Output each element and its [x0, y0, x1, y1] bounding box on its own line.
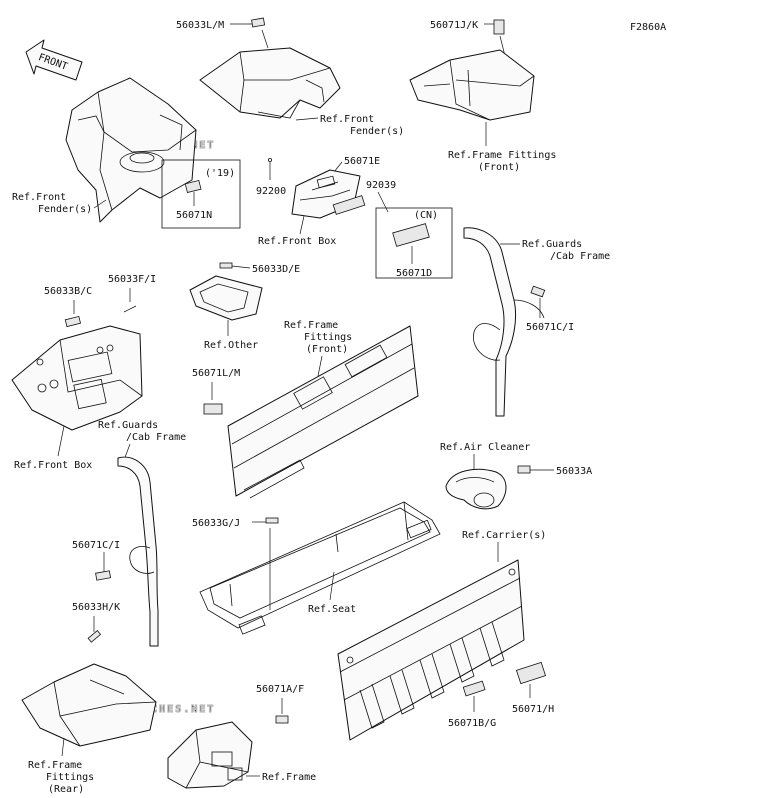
front-fender-upper-panel	[199, 47, 341, 119]
ref-frame-fittings-center-line3: (Front)	[306, 344, 348, 355]
label-56071CI-upper-part	[530, 285, 546, 298]
label-56071JK-part	[493, 19, 505, 35]
ref-frame-fittings-center-line1: Ref.Frame	[284, 320, 338, 331]
callout-56071D-region: (CN)	[414, 210, 438, 221]
ref-front-fender-left-line2: Fender(s)	[38, 204, 92, 215]
callout-56033HK: 56033H/K	[72, 602, 120, 613]
front-box-lid	[291, 169, 361, 219]
callout-56071D: 56071D	[396, 268, 432, 279]
ref-guards-lower-line2: /Cab Frame	[126, 432, 186, 443]
front-box-dashboard	[11, 325, 143, 431]
label-56071E-part	[332, 195, 366, 215]
ref-frame-fittings-rear-line1: Ref.Frame	[28, 760, 82, 771]
frame-fittings-front-panel	[227, 325, 419, 499]
label-56033HK-part	[87, 630, 102, 643]
callout-56071N: 56071N	[176, 210, 212, 221]
label-56071CI-lower-part	[95, 570, 112, 581]
ref-other-tray	[189, 275, 263, 321]
label-56033DE-part	[219, 262, 233, 269]
callout-56071CI-lower: 56071C/I	[72, 540, 120, 551]
ref-frame-fittings-front-top-line1: Ref.Frame Fittings	[448, 150, 556, 161]
ref-air-cleaner: Ref.Air Cleaner	[440, 442, 530, 453]
ref-frame: Ref.Frame	[262, 772, 316, 783]
label-56033GJ-part	[265, 517, 279, 524]
ref-front-fender-top-line2: Fender(s)	[350, 126, 404, 137]
ref-other: Ref.Other	[204, 340, 258, 351]
ref-frame-fittings-front-top-line2: (Front)	[478, 162, 520, 173]
ref-guards-lower-line1: Ref.Guards	[98, 420, 158, 431]
callout-56033LM: 56033L/M	[176, 20, 224, 31]
frame-fittings-rear	[21, 663, 157, 747]
front-fender-assembly	[65, 77, 197, 223]
ref-front-box-mid: Ref.Front Box	[258, 236, 336, 247]
callout-56071BG: 56071B/G	[448, 718, 496, 729]
air-cleaner	[445, 468, 507, 510]
ref-guards-upper-line2: /Cab Frame	[550, 251, 610, 262]
label-56071BG-part	[462, 680, 486, 697]
ref-seat: Ref.Seat	[308, 604, 356, 615]
label-56071LM-part	[203, 403, 223, 415]
label-56033A-part	[517, 465, 531, 474]
ref-carriers: Ref.Carrier(s)	[462, 530, 546, 541]
label-56071N-part	[184, 179, 202, 194]
label-56071N-box	[161, 159, 241, 229]
callout-92039: 92039	[366, 180, 396, 191]
seat-frame	[199, 501, 441, 635]
guard-cab-frame-upper	[463, 227, 545, 417]
label-56033BC-part	[64, 315, 82, 328]
front-arrow: FRONT	[25, 39, 83, 81]
ref-frame-fittings-rear-line2: Fittings	[46, 772, 94, 783]
label-56071D-part	[392, 223, 430, 247]
frame-bracket	[167, 721, 253, 789]
callout-56033GJ: 56033G/J	[192, 518, 240, 529]
ref-front-fender-left-line1: Ref.Front	[12, 192, 66, 203]
callout-56071N-year: ('19)	[205, 168, 235, 179]
callout-56033BC: 56033B/C	[44, 286, 92, 297]
label-56033LM-part	[251, 17, 266, 28]
ref-frame-fittings-rear-line3: (Rear)	[48, 784, 84, 795]
guard-cab-frame-lower	[117, 456, 159, 647]
callout-56033A: 56033A	[556, 466, 592, 477]
callout-56071JK: 56071J/K	[430, 20, 478, 31]
ref-front-fender-top-line1: Ref.Front	[320, 114, 374, 125]
frame-fittings-front-upper	[409, 49, 535, 121]
ref-frame-fittings-center-line2: Fittings	[304, 332, 352, 343]
ref-front-box-left: Ref.Front Box	[14, 460, 92, 471]
label-56071AF-part	[275, 715, 289, 724]
label-56071D-box	[375, 207, 453, 279]
callout-56033FI: 56033F/I	[108, 274, 156, 285]
callout-56033DE: 56033D/E	[252, 264, 300, 275]
ref-guards-upper-line1: Ref.Guards	[522, 239, 582, 250]
callout-56071E: 56071E	[344, 156, 380, 167]
callout-56071H: 56071/H	[512, 704, 554, 715]
carrier-panel	[337, 559, 525, 741]
callout-56071LM: 56071L/M	[192, 368, 240, 379]
callout-56071AF: 56071A/F	[256, 684, 304, 695]
callout-92200: 92200	[256, 186, 286, 197]
label-56071H-part	[515, 661, 547, 685]
diagram-code: F2860A	[630, 22, 666, 33]
callout-56071CI-upper: 56071C/I	[526, 322, 574, 333]
